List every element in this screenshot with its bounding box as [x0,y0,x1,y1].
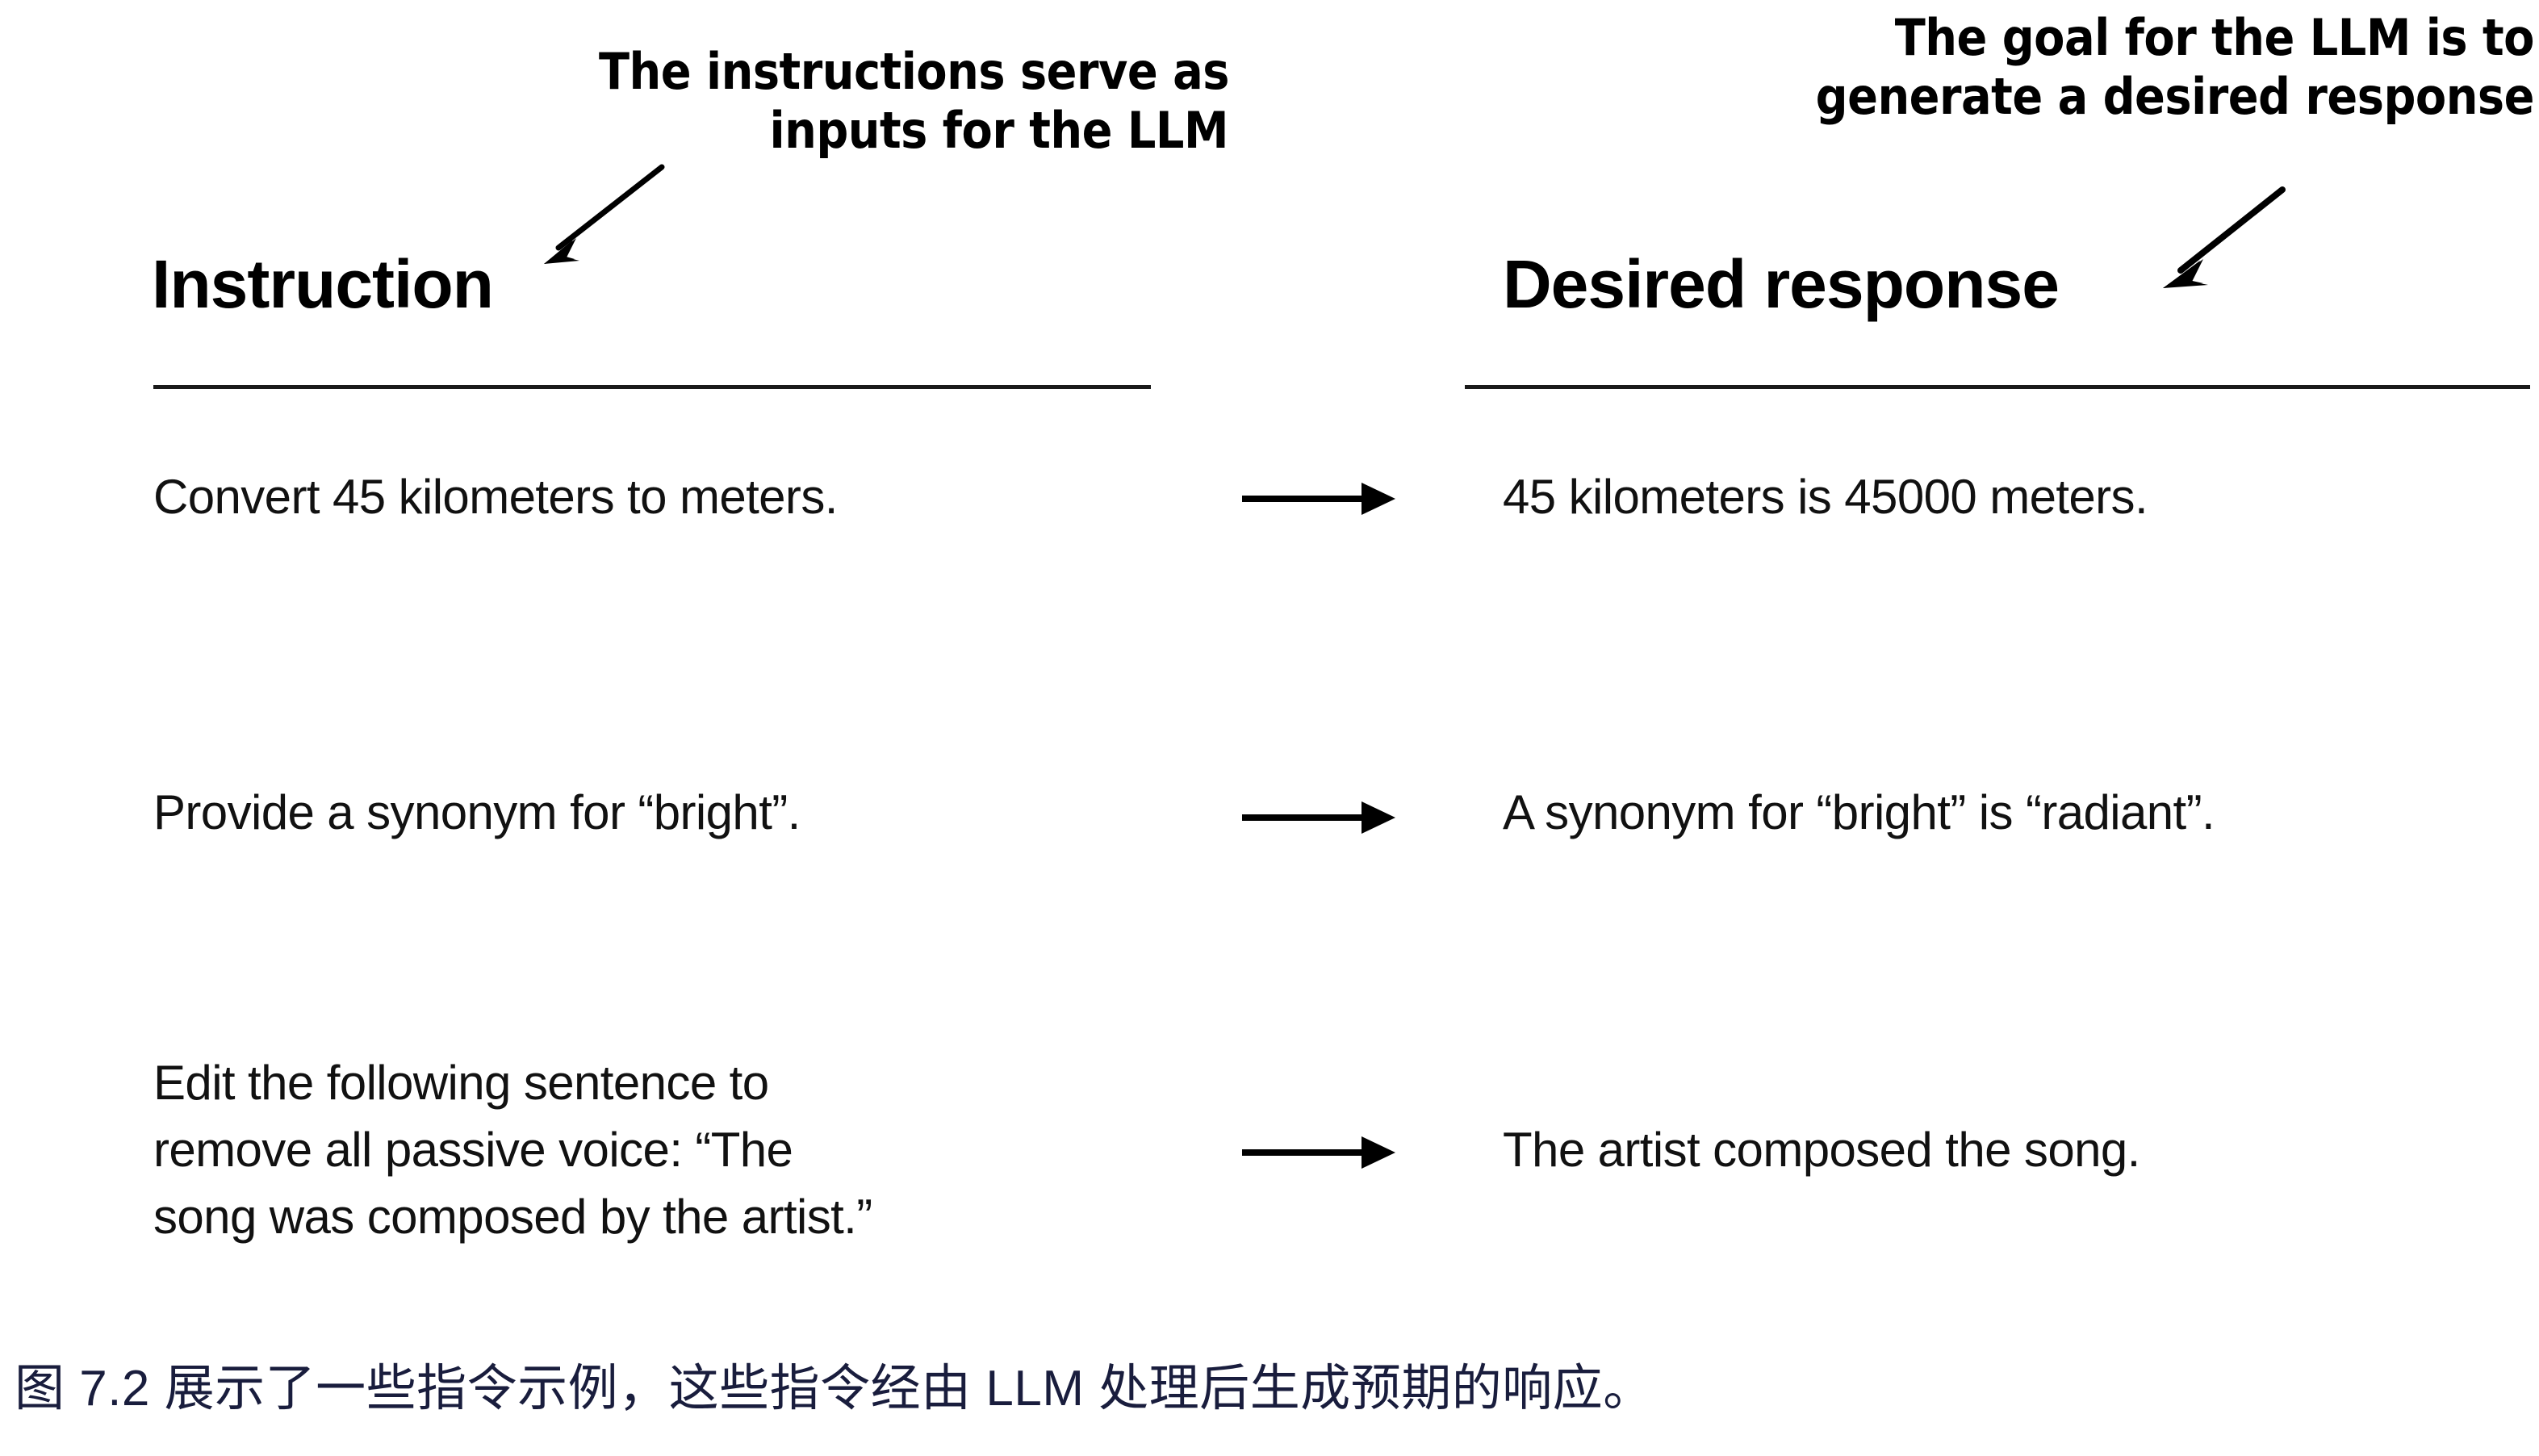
header-rule-right [1465,385,2530,389]
annotation-right-line1: The goal for the LLM is to [1894,8,2535,67]
arrow-right-icon [1242,801,1395,834]
arrow-right-icon [1242,1136,1395,1169]
column-header-desired-response: Desired response [1503,246,2060,322]
column-header-instruction: Instruction [152,246,494,322]
arrow-right-icon [1242,483,1395,515]
annotation-left-line1: The instructions serve as [599,42,1229,101]
response-cell-2: A synonym for “bright” is “radiant”. [1503,785,2215,839]
instruction-cell-3: Edit the following sentence to remove al… [153,1056,872,1244]
annotation-left: The instructions serve as inputs for the… [599,42,1229,161]
figure-caption: 图 7.2 展示了一些指令示例，这些指令经由 LLM 处理后生成预期的响应。 [15,1361,1654,1416]
instruction-cell-1: Convert 45 kilometers to meters. [153,470,838,524]
instruction-cell-2: Provide a synonym for “bright”. [153,785,801,839]
response-cell-3: The artist composed the song. [1503,1123,2140,1177]
response-cell-1: 45 kilometers is 45000 meters. [1503,470,2148,524]
arrow-down-left-icon [2163,186,2286,288]
header-rule-left [153,385,1151,389]
annotation-right: The goal for the LLM is to generate a de… [1808,8,2535,127]
annotation-right-line2: generate a desired response [1815,67,2535,127]
arrow-down-left-icon [544,164,665,264]
annotation-left-line2: inputs for the LLM [769,101,1229,161]
